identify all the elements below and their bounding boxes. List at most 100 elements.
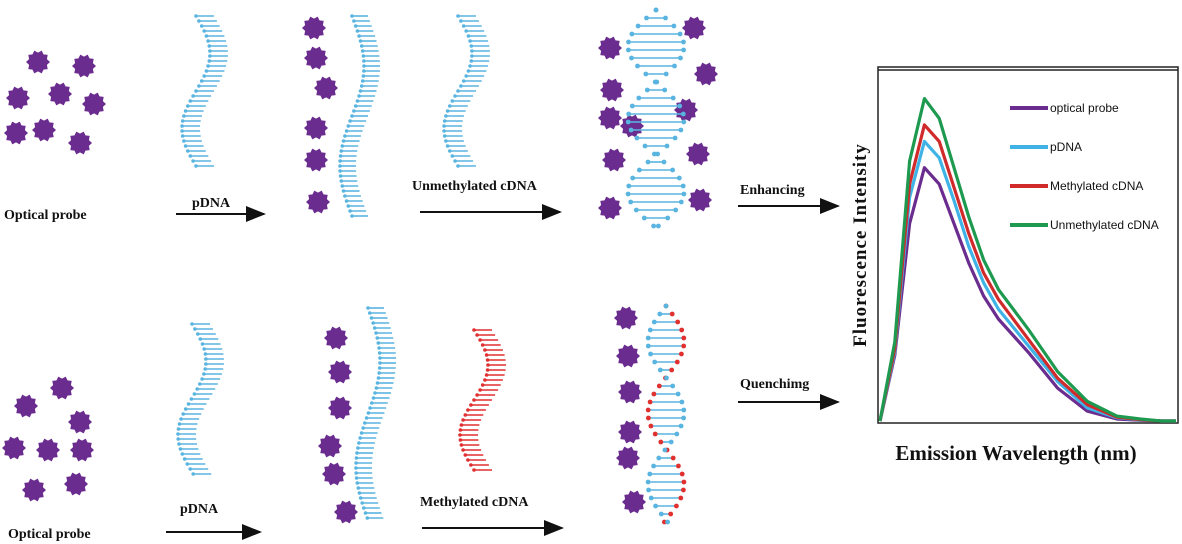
- strand-node: [461, 79, 466, 83]
- probe-particle-icon: [618, 380, 642, 404]
- strand-node: [478, 338, 482, 342]
- strand-node: [466, 69, 471, 73]
- strand-node: [372, 326, 377, 330]
- chart-y-axis-title: Fluorescence Intensity: [850, 143, 871, 347]
- strand-node: [204, 34, 209, 38]
- helix-node-b: [630, 175, 636, 181]
- strand-node: [442, 129, 446, 133]
- top-unmethylated-cdna-strand: [442, 14, 490, 168]
- helix-node-b: [665, 519, 670, 525]
- helix-node-b: [633, 207, 639, 213]
- strand-node: [377, 351, 382, 355]
- strand-node: [343, 134, 347, 138]
- strand-node: [203, 367, 207, 371]
- strand-node: [463, 453, 468, 457]
- series-line-3: [878, 97, 1176, 423]
- helix-node-b: [628, 199, 634, 205]
- helix-node-b: [645, 479, 651, 485]
- helix-node-b: [681, 119, 687, 125]
- helix-node-b: [657, 311, 663, 317]
- probe-particle-icon: [304, 46, 328, 70]
- helix-node-b: [652, 79, 658, 85]
- bottom-pdna-strand: [176, 322, 224, 476]
- top-pdna-strand: [180, 14, 228, 168]
- probe-particle-icon: [306, 190, 330, 214]
- strand-node: [464, 29, 469, 33]
- probe-particle-icon: [694, 62, 718, 86]
- probe-particle-icon: [6, 86, 30, 110]
- strand-node: [178, 447, 183, 451]
- helix-node-a: [670, 167, 675, 173]
- helix-node-a: [656, 383, 662, 389]
- helix-node-b: [664, 143, 670, 149]
- strand-node: [338, 164, 342, 168]
- enhancing-label: Enhancing: [740, 183, 805, 198]
- strand-node: [445, 109, 450, 113]
- strand-node: [200, 377, 204, 381]
- strand-node: [456, 14, 460, 18]
- helix-node-b: [643, 71, 649, 77]
- probe-particle-icon: [68, 131, 92, 155]
- probe-particle-icon: [64, 472, 88, 496]
- strand-node: [338, 154, 343, 158]
- strand-node: [485, 358, 490, 362]
- probe-particle-icon: [602, 148, 626, 172]
- probe-particle-icon: [36, 438, 60, 462]
- helix-node-a: [679, 351, 684, 357]
- helix-node-b: [645, 335, 651, 341]
- strand-node: [186, 104, 190, 108]
- strand-node: [355, 481, 360, 485]
- strand-node: [198, 337, 203, 341]
- strand-node: [355, 29, 360, 33]
- strand-node: [362, 69, 366, 73]
- helix-node-a: [628, 127, 634, 133]
- strand-node: [204, 357, 208, 361]
- strand-node: [357, 491, 362, 495]
- strand-node: [370, 401, 374, 405]
- top-probe-pdna-complex: [302, 14, 380, 218]
- strand-node: [361, 426, 366, 430]
- helix-node-b: [653, 7, 659, 13]
- strand-node: [341, 189, 346, 193]
- probe-particle-icon: [322, 462, 346, 486]
- probe-particle-icon: [324, 326, 348, 350]
- helix-node-b: [662, 447, 668, 453]
- strand-node: [344, 199, 349, 203]
- legend-label-2: Methylated cDNA: [1050, 179, 1143, 193]
- strand-node: [458, 433, 462, 437]
- strand-node: [204, 69, 209, 73]
- strand-node: [197, 19, 201, 23]
- probe-particle-icon: [48, 82, 72, 106]
- strand-node: [472, 468, 476, 472]
- top-double-helix: [598, 7, 718, 229]
- strand-node: [365, 516, 370, 520]
- strand-node: [185, 462, 190, 466]
- strand-node: [371, 321, 376, 325]
- helix-node-b: [663, 303, 669, 309]
- strand-node: [206, 64, 210, 68]
- helix-node-a: [681, 335, 687, 341]
- strand-node: [368, 311, 372, 315]
- strand-node: [469, 403, 473, 407]
- helix-node-b: [658, 511, 664, 517]
- probe-particle-icon: [682, 16, 706, 40]
- strand-node: [206, 39, 210, 43]
- strand-node: [475, 393, 479, 397]
- helix-node-b: [629, 55, 634, 61]
- strand-node: [484, 353, 489, 357]
- helix-node-a: [681, 191, 687, 197]
- top-cdna-label: Unmethylated cDNA: [412, 179, 538, 194]
- strand-node: [378, 361, 382, 365]
- strand-node: [362, 506, 366, 510]
- helix-node-b: [651, 319, 657, 325]
- strand-node: [355, 99, 360, 103]
- helix-node-b: [674, 431, 680, 437]
- strand-node: [338, 159, 342, 163]
- helix-node-a: [636, 95, 642, 101]
- bottom-cdna-label: Methylated cDNA: [420, 495, 529, 510]
- strand-node: [188, 99, 193, 103]
- strand-node: [183, 109, 188, 113]
- strand-node: [463, 413, 468, 417]
- helix-node-b: [662, 87, 668, 93]
